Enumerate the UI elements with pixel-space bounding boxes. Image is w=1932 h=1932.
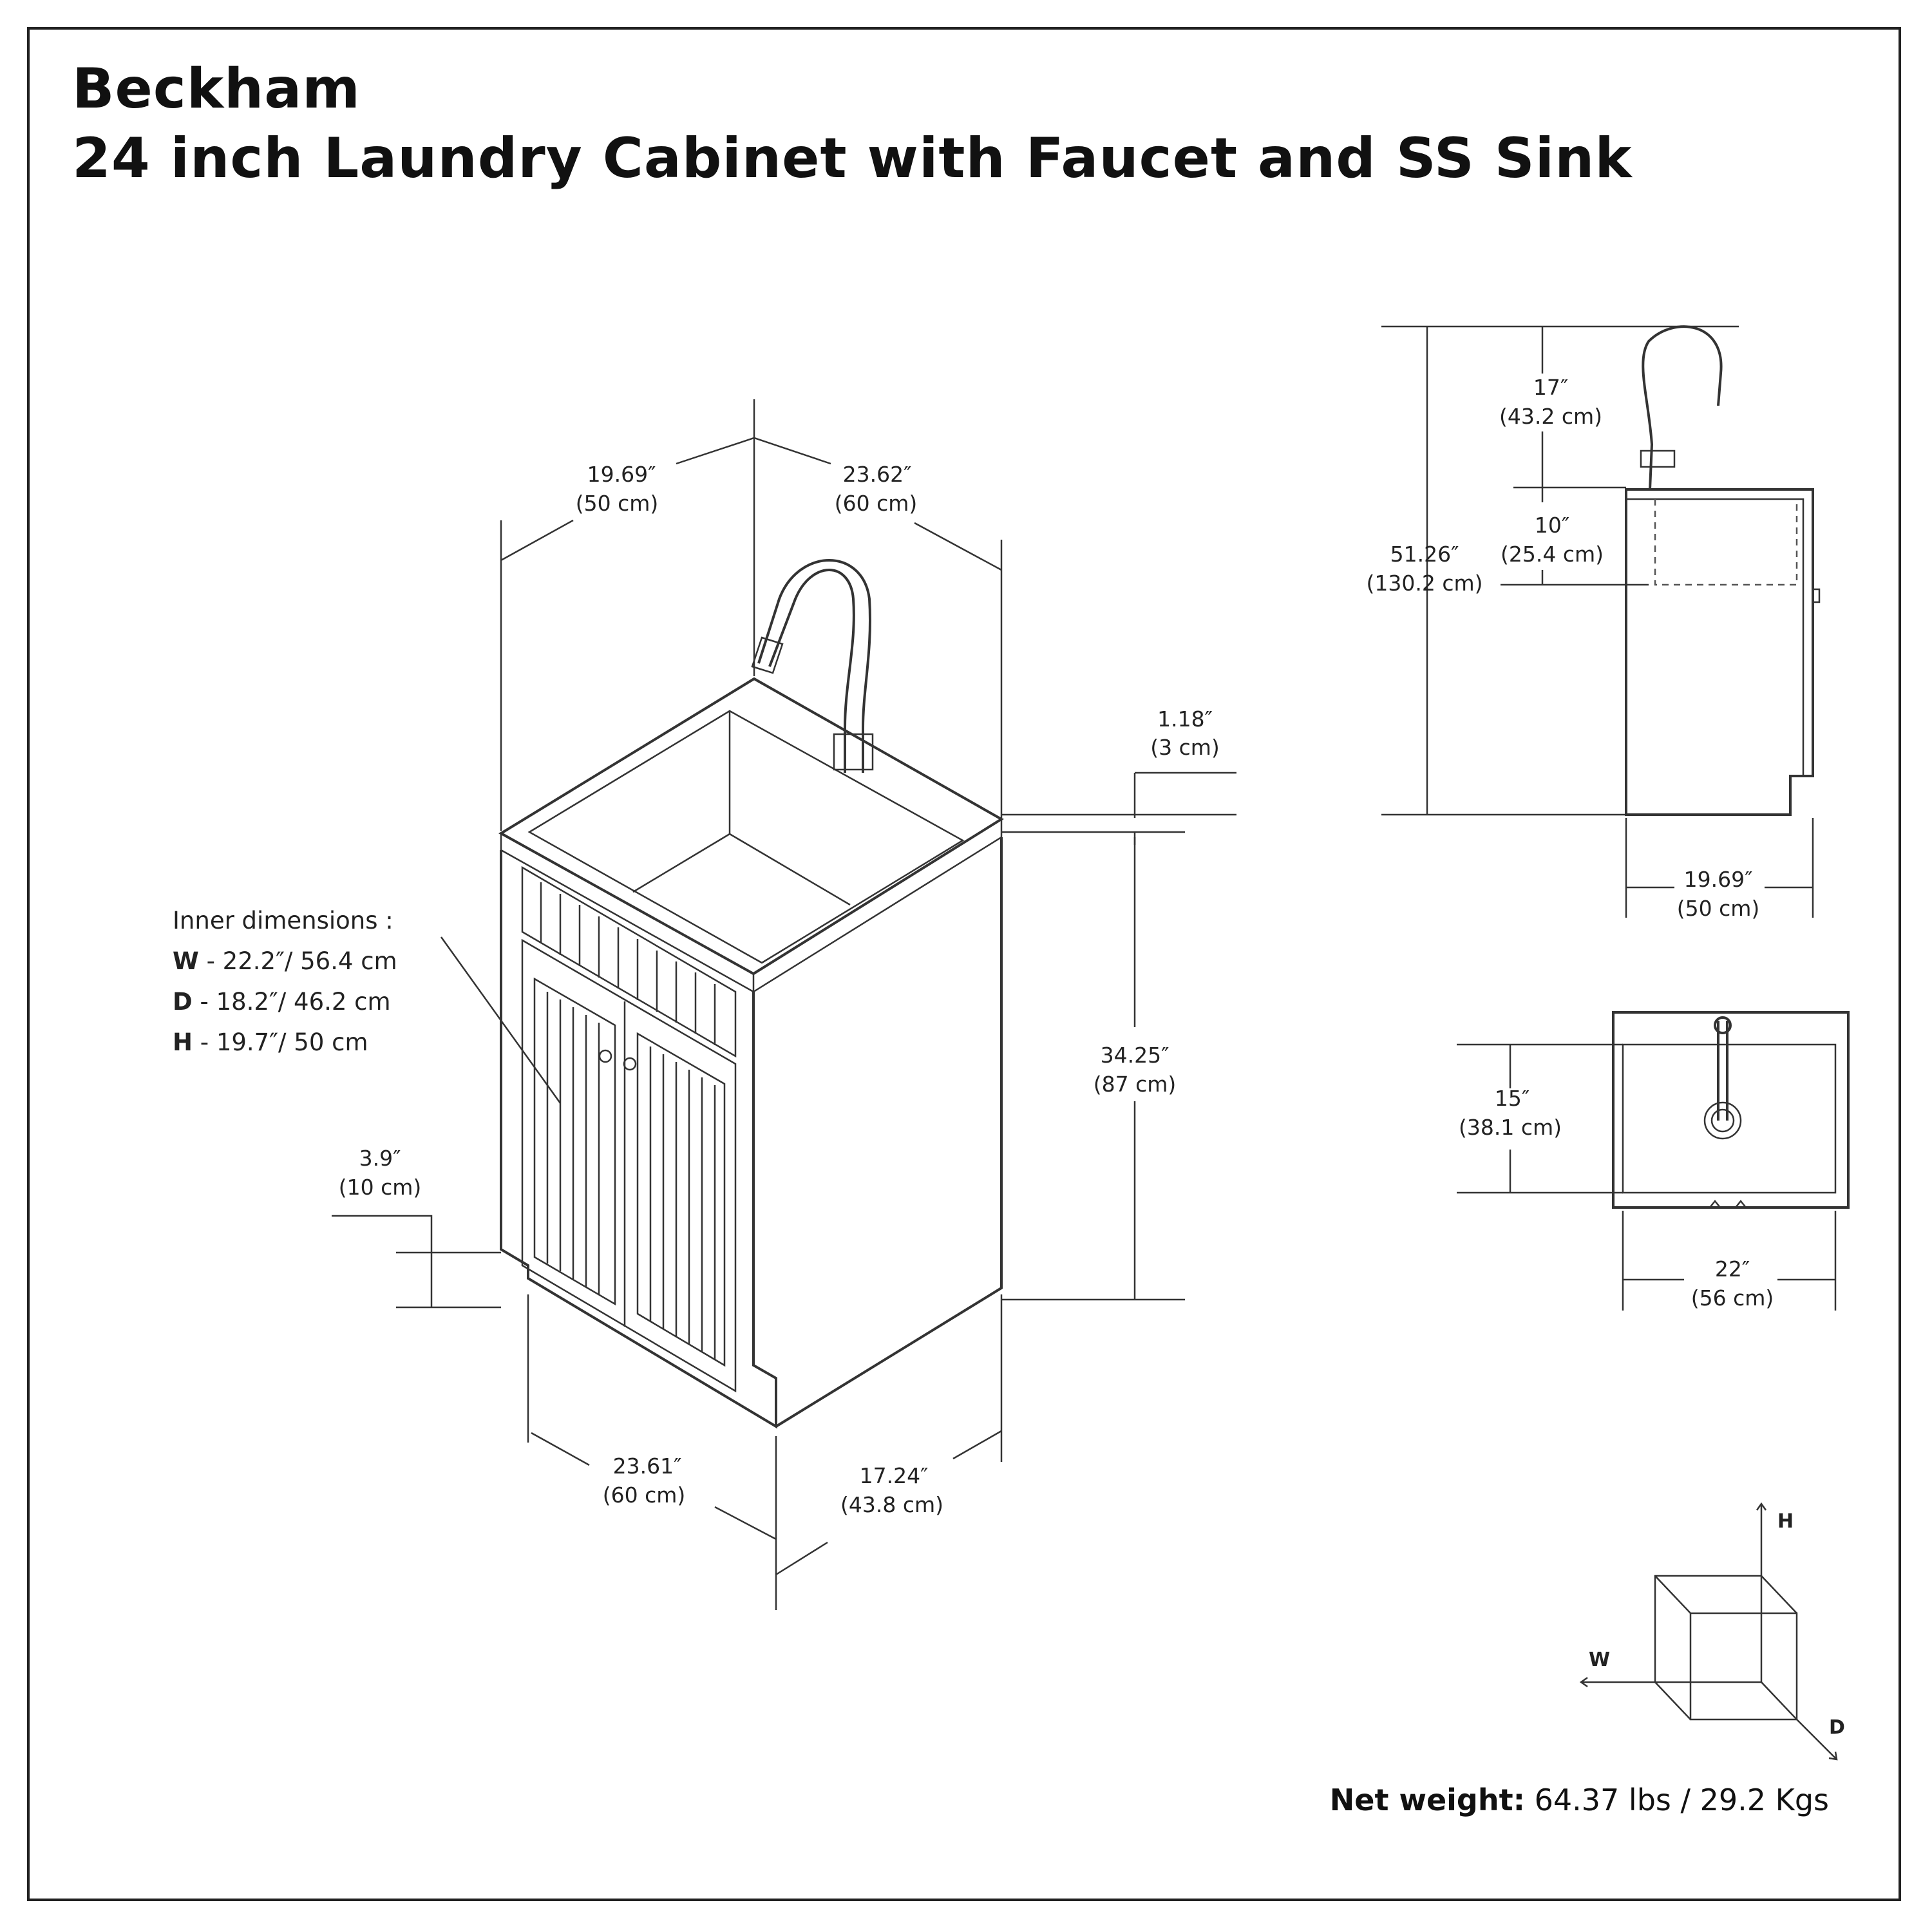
dim-faucet-height-in: 17″: [1533, 375, 1568, 400]
dim-faucet-height-cm: (43.2 cm): [1499, 404, 1602, 429]
side-faucet: [1640, 325, 1723, 490]
dim-countertop-cm: (3 cm): [1150, 735, 1220, 760]
inner-dimension-h: H - 19.7″/ 50 cm: [173, 1028, 368, 1056]
top-faucet: [1703, 1016, 1742, 1140]
inner-dimension-d: D - 18.2″/ 46.2 cm: [173, 988, 391, 1016]
net-weight-label: Net weight:: [1329, 1783, 1525, 1817]
drawing-frame: [27, 27, 1901, 1901]
dim-toe-kick-in: 3.9″: [359, 1146, 401, 1171]
dim-sink-front-back-cm: (38.1 cm): [1459, 1115, 1562, 1140]
dim-total-height-in: 51.26″: [1390, 542, 1459, 567]
dim-sink-depth-in: 10″: [1535, 513, 1569, 538]
drawer-slats: [540, 882, 716, 1045]
dim-sink-front-back-in: 15″: [1495, 1086, 1530, 1111]
dim-sink-width-in: 22″: [1715, 1256, 1750, 1282]
axis-d-label: D: [1829, 1716, 1845, 1739]
dim-cabinet-height-cm: (87 cm): [1094, 1072, 1177, 1097]
net-weight: Net weight: 64.37 lbs / 29.2 Kgs: [1330, 1783, 1829, 1817]
inner-dimensions-note: Inner dimensions : W - 22.2″/ 56.4 cm D …: [173, 907, 397, 1056]
net-weight-value: 64.37 lbs / 29.2 Kgs: [1525, 1783, 1829, 1817]
dim-width-top-cm: (60 cm): [835, 491, 918, 516]
iso-dimension-lines: [332, 399, 1236, 1610]
dim-cabinet-height-in: 34.25″: [1101, 1043, 1170, 1068]
inner-dimension-w: W - 22.2″/ 56.4 cm: [173, 947, 397, 975]
axis-cube: [1579, 1502, 1838, 1761]
faucet: [751, 559, 874, 773]
door-knob: [623, 1057, 637, 1071]
dim-side-depth-cm: (50 cm): [1677, 896, 1760, 921]
inner-dimensions-label: Inner dimensions :: [173, 907, 393, 934]
dim-depth-bottom-cm: (43.8 cm): [840, 1492, 943, 1517]
dim-depth-bottom-in: 17.24″: [860, 1463, 929, 1488]
dim-sink-width-cm: (56 cm): [1691, 1285, 1774, 1311]
dim-countertop-in: 1.18″: [1157, 706, 1213, 732]
dim-width-bottom-in: 23.61″: [613, 1454, 682, 1479]
axis-w-label: W: [1589, 1649, 1610, 1671]
dim-total-height-cm: (130.2 cm): [1366, 571, 1482, 596]
door-slats: [546, 992, 716, 1360]
dim-sink-depth-cm: (25.4 cm): [1501, 542, 1604, 567]
dim-width-top-in: 23.62″: [843, 462, 912, 487]
side-view: [1381, 325, 1821, 918]
dim-side-depth-in: 19.69″: [1684, 867, 1753, 892]
dim-depth-top-in: 19.69″: [587, 462, 656, 487]
dim-width-bottom-cm: (60 cm): [603, 1482, 686, 1508]
isometric-cabinet: [498, 559, 1004, 1429]
dim-depth-top-cm: (50 cm): [576, 491, 659, 516]
door-knob: [598, 1049, 612, 1063]
top-view: [1457, 1011, 1850, 1311]
dim-toe-kick-cm: (10 cm): [339, 1175, 422, 1200]
product-title: 24 inch Laundry Cabinet with Faucet and …: [72, 126, 1633, 191]
axis-h-label: H: [1777, 1510, 1794, 1533]
brand-title: Beckham: [72, 57, 361, 121]
